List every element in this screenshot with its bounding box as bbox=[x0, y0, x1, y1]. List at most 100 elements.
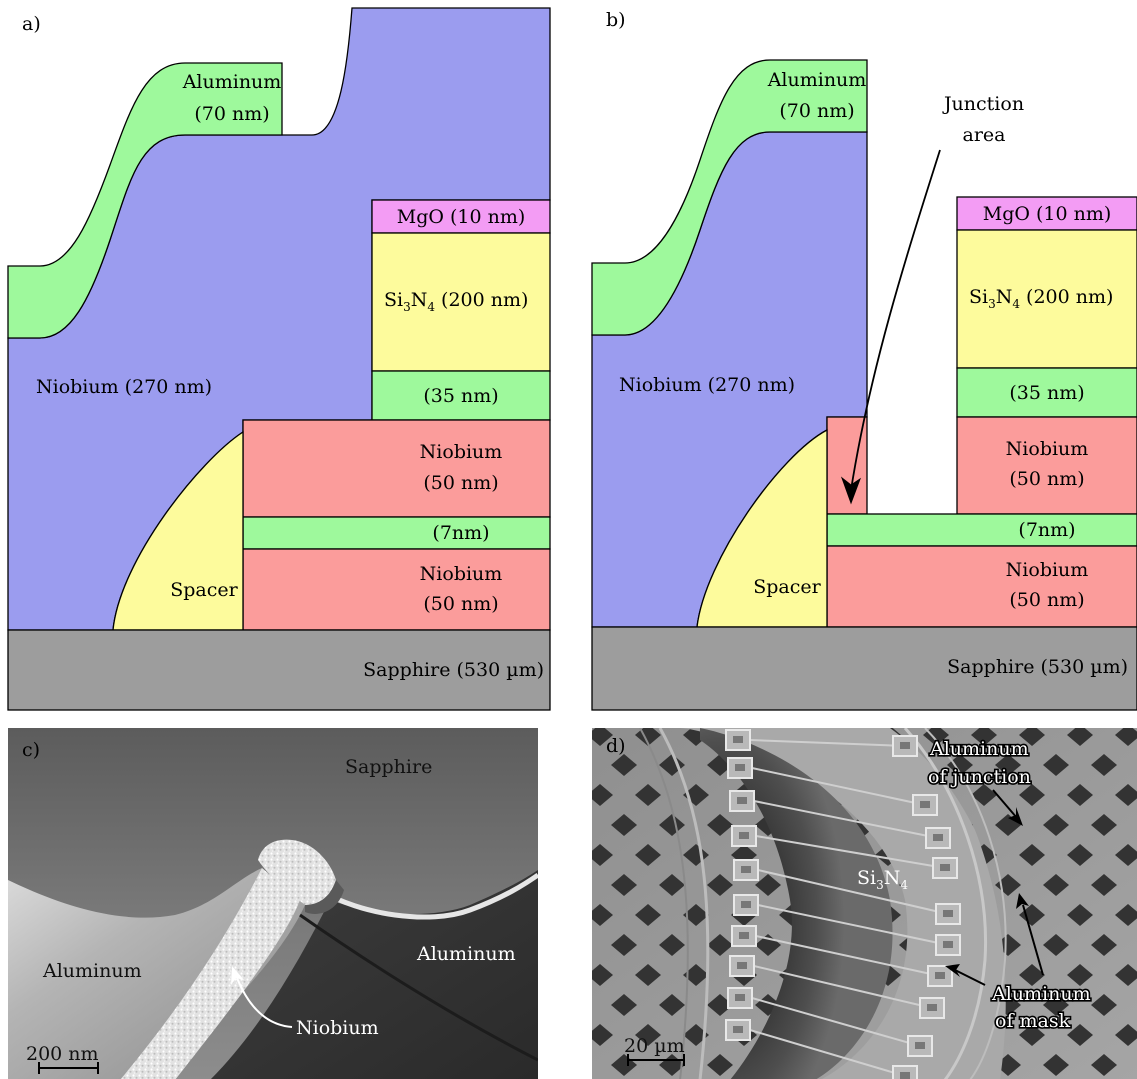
niobium-thick-label: Niobium (270 nm) bbox=[619, 374, 795, 396]
mask-hole bbox=[635, 844, 661, 866]
junction-pad-window bbox=[735, 994, 745, 1001]
mask-hole bbox=[592, 728, 613, 746]
mask-hole bbox=[947, 754, 973, 776]
junction-pad-window bbox=[739, 932, 749, 939]
si3n4-label: Si3N4 (200 nm) bbox=[969, 286, 1113, 311]
al-junction-arrow bbox=[992, 789, 1018, 819]
aluminum-left-label: Aluminum bbox=[42, 960, 142, 982]
mgo-layer bbox=[956, 196, 1137, 231]
sapphire-substrate bbox=[7, 629, 551, 711]
si3n4-label: Si3N4 bbox=[857, 867, 908, 892]
al-mask-label-1: Aluminum bbox=[991, 983, 1091, 1005]
sem-c-niobium-cap bbox=[258, 839, 336, 905]
sem-d-left-ring bbox=[658, 728, 710, 1079]
niobium-upper-label-2: (50 nm) bbox=[1009, 468, 1084, 490]
mask-hole bbox=[659, 874, 685, 896]
aluminum-top-layer bbox=[591, 59, 868, 336]
mask-hole bbox=[707, 994, 733, 1016]
niobium-lower-label-1: Niobium bbox=[420, 563, 503, 585]
sem-d-left-ring-2 bbox=[639, 728, 689, 1079]
niobium-label: Niobium bbox=[296, 1017, 379, 1039]
sem-d-inner-ring bbox=[700, 728, 893, 1079]
niobium-lower-label-2: (50 nm) bbox=[423, 593, 498, 615]
junction-lead bbox=[755, 935, 941, 977]
aluminum-35nm-label: (35 nm) bbox=[1009, 382, 1084, 404]
aluminum-35nm-layer bbox=[371, 370, 551, 421]
mask-hole bbox=[1091, 754, 1117, 776]
mask-hole bbox=[1019, 1024, 1045, 1046]
sem-d-right-ring bbox=[903, 728, 988, 1079]
junction-pad-window bbox=[739, 832, 749, 839]
mask-hole bbox=[592, 904, 613, 926]
sem-c-niobium-ridge bbox=[120, 868, 300, 1079]
junction-pad-window bbox=[900, 742, 910, 749]
spacer-label: Spacer bbox=[170, 579, 238, 601]
niobium-thick-label: Niobium (270 nm) bbox=[36, 376, 212, 398]
al-junction-label-2: of junction bbox=[928, 766, 1031, 788]
mask-hole bbox=[635, 964, 661, 986]
mgo-label: MgO (10 nm) bbox=[397, 206, 526, 228]
mask-hole bbox=[1019, 904, 1045, 926]
junction-lead bbox=[749, 1029, 906, 1077]
mask-hole bbox=[611, 934, 637, 956]
junction-pad-window bbox=[933, 834, 943, 841]
al-mask-arrowhead-1 bbox=[945, 964, 960, 977]
mask-hole bbox=[1043, 1054, 1069, 1076]
mask-hole bbox=[1115, 904, 1137, 926]
junction-pad-window bbox=[741, 901, 751, 908]
mask-hole bbox=[592, 844, 613, 866]
junction-pad-window bbox=[737, 962, 747, 969]
mask-hole bbox=[1067, 784, 1093, 806]
sapphire-substrate bbox=[591, 626, 1137, 711]
junction-arrow bbox=[850, 149, 941, 491]
junction-pad-window bbox=[927, 1004, 937, 1011]
mask-hole bbox=[659, 994, 685, 1016]
junction-pad-window bbox=[935, 972, 945, 979]
panel-d: d) Aluminum of junction Si3N4 Aluminum o… bbox=[592, 728, 1137, 1079]
scale-bar-label: 20 µm bbox=[624, 1035, 685, 1057]
mask-hole bbox=[635, 1024, 661, 1046]
mask-hole bbox=[635, 904, 661, 926]
junction-lead bbox=[753, 965, 933, 1009]
aluminum-label-1: Aluminum bbox=[767, 69, 867, 91]
mask-hole bbox=[707, 934, 733, 956]
scale-bar bbox=[627, 1054, 685, 1066]
al-mask-label-2: of mask bbox=[995, 1010, 1071, 1032]
spacer bbox=[112, 430, 244, 631]
mask-hole bbox=[1019, 964, 1045, 986]
niobium-upper-label-1: Niobium bbox=[420, 441, 503, 463]
niobium-lower-label-2: (50 nm) bbox=[1009, 589, 1084, 611]
spacer-label: Spacer bbox=[753, 576, 821, 598]
mask-hole bbox=[971, 728, 997, 746]
sem-c-edge bbox=[318, 872, 538, 920]
aluminum-label-2: (70 nm) bbox=[194, 103, 269, 125]
sem-d-right-ring-2 bbox=[924, 728, 1007, 1079]
mask-hole bbox=[971, 784, 997, 806]
niobium-upper-layer bbox=[956, 416, 1137, 515]
junction-arrowhead bbox=[840, 476, 862, 505]
mask-hole bbox=[755, 874, 781, 896]
mask-hole bbox=[1091, 934, 1117, 956]
junction-pad-window bbox=[900, 1072, 910, 1079]
mask-hole bbox=[1091, 874, 1117, 896]
mask-hole bbox=[1043, 994, 1069, 1016]
junction-pad-window bbox=[915, 1042, 925, 1049]
niobium-lower-layer bbox=[242, 548, 551, 631]
niobium-pillar bbox=[826, 416, 868, 515]
panel-a-label: a) bbox=[22, 13, 41, 35]
mgo-layer bbox=[371, 199, 551, 234]
si3n4-layer bbox=[956, 229, 1137, 369]
mask-hole bbox=[1043, 814, 1069, 836]
junction-lead bbox=[753, 800, 939, 839]
mask-hole bbox=[659, 934, 685, 956]
mask-hole bbox=[611, 874, 637, 896]
mask-hole bbox=[1115, 728, 1137, 746]
mask-hole bbox=[683, 904, 709, 926]
junction-area-label-2: area bbox=[963, 124, 1006, 146]
mask-hole bbox=[611, 754, 637, 776]
niobium-lower-label-1: Niobium bbox=[1006, 559, 1089, 581]
mask-hole bbox=[592, 784, 613, 806]
mask-hole bbox=[995, 754, 1021, 776]
mask-hole bbox=[707, 874, 733, 896]
mask-hole bbox=[1067, 844, 1093, 866]
